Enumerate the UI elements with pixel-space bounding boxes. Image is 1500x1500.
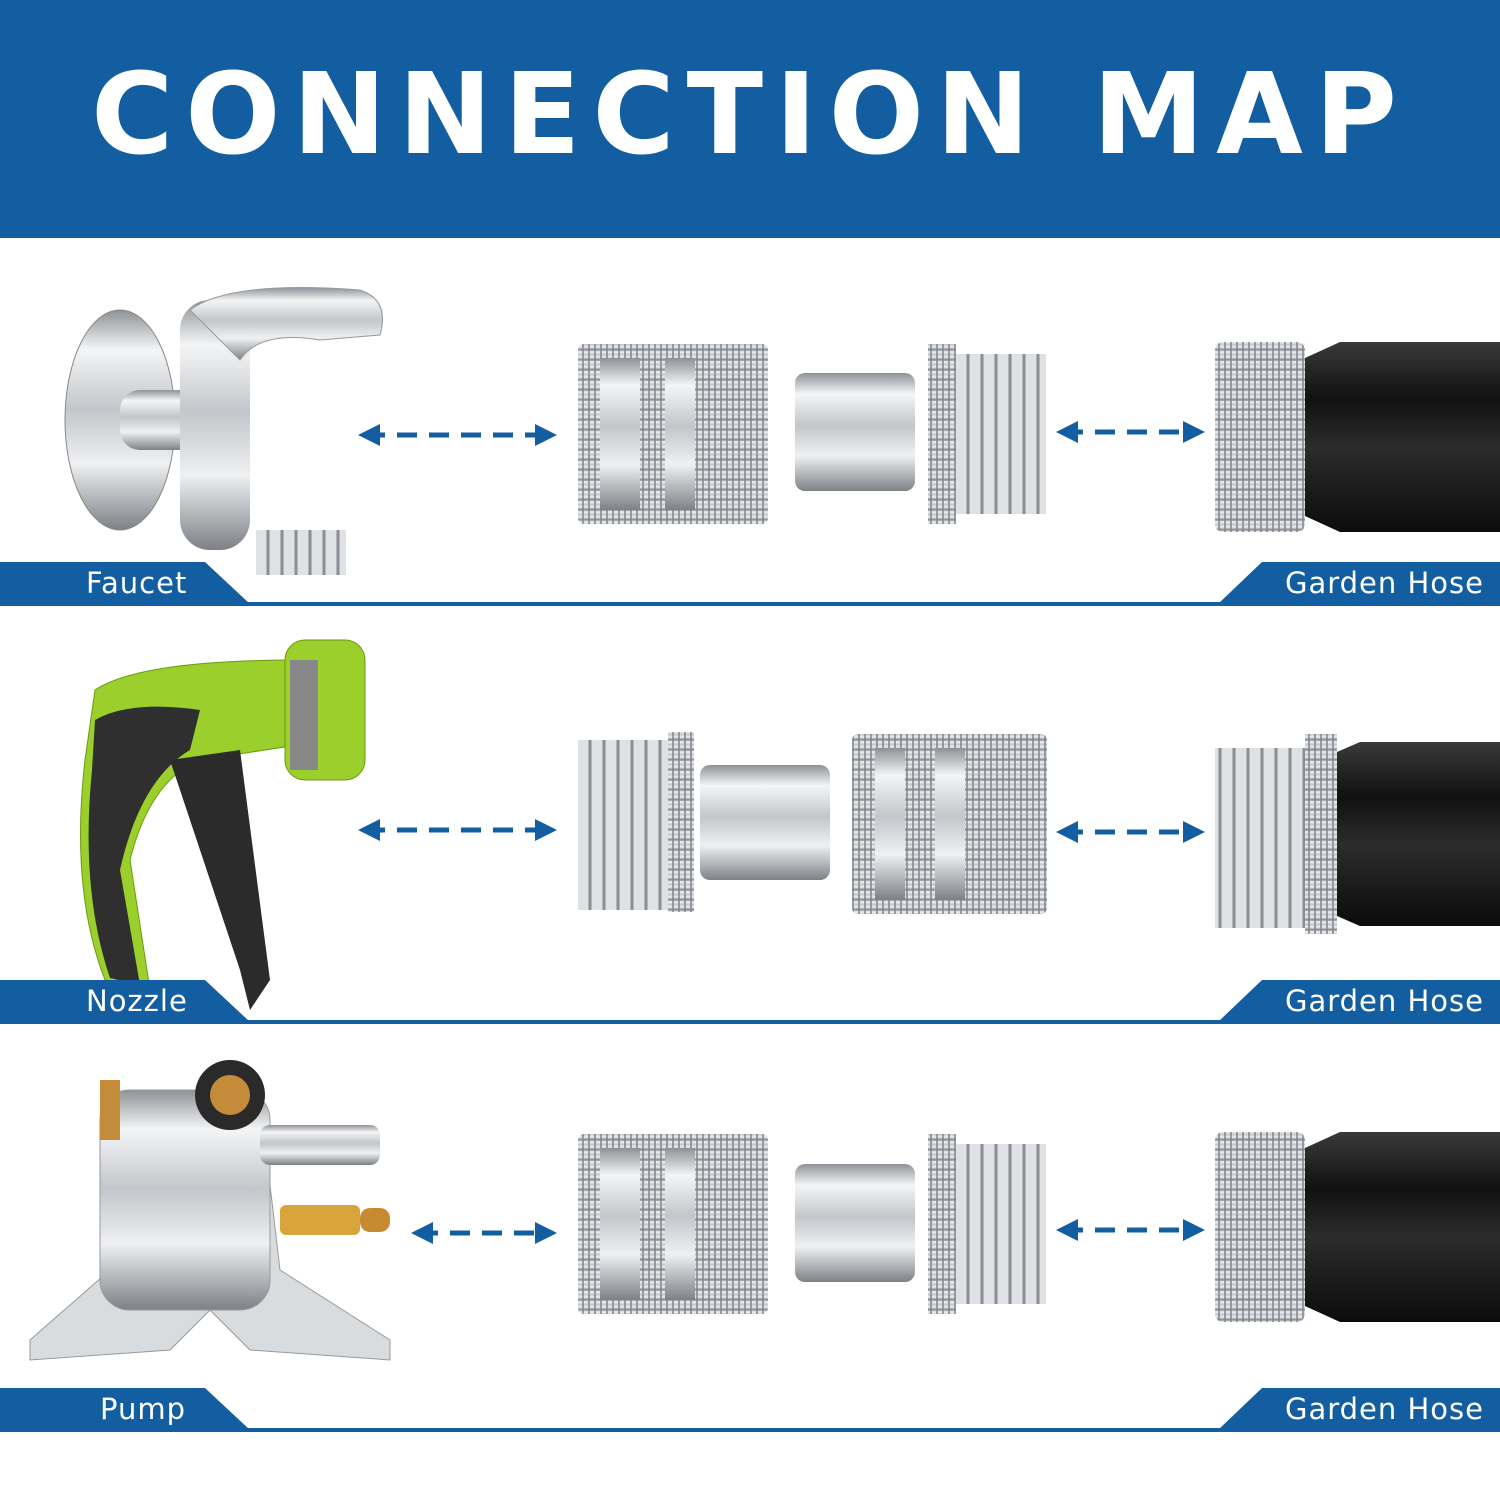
female-coupler-icon xyxy=(578,344,768,524)
female-coupler-icon xyxy=(578,1134,768,1314)
source-label: Pump xyxy=(100,1392,187,1426)
label-band: Pump Garden Hose xyxy=(0,1388,1500,1438)
target-label: Garden Hose xyxy=(1284,1392,1484,1426)
label-band: Nozzle Garden Hose xyxy=(0,980,1500,1030)
target-label: Garden Hose xyxy=(1284,984,1484,1018)
pressure-pump-icon xyxy=(29,1060,391,1361)
connection-row-nozzle xyxy=(0,639,1500,1050)
faucet-icon xyxy=(64,287,383,575)
female-coupler-icon xyxy=(852,734,1047,914)
double-arrow-icon xyxy=(411,1222,557,1244)
double-arrow-icon xyxy=(358,819,557,841)
source-label: Faucet xyxy=(86,566,188,600)
header-banner: CONNECTION MAP xyxy=(0,0,1500,238)
spray-nozzle-icon xyxy=(80,639,366,1010)
hose-female-icon xyxy=(1215,1132,1500,1322)
male-plug-icon xyxy=(795,344,1046,524)
double-arrow-icon xyxy=(358,424,557,446)
target-label: Garden Hose xyxy=(1284,566,1484,600)
hose-female-icon xyxy=(1215,342,1500,532)
double-arrow-icon xyxy=(1056,421,1205,443)
male-plug-icon xyxy=(795,1134,1046,1314)
label-band: Faucet Garden Hose xyxy=(0,562,1500,612)
connection-row-faucet xyxy=(0,240,1500,650)
double-arrow-icon xyxy=(1056,1219,1205,1241)
double-arrow-icon xyxy=(1056,821,1205,843)
male-plug-icon xyxy=(578,732,830,912)
source-label: Nozzle xyxy=(86,984,188,1018)
connection-row-pump xyxy=(0,1040,1500,1450)
page-title: CONNECTION MAP xyxy=(91,50,1409,180)
hose-male-icon xyxy=(1215,734,1500,934)
